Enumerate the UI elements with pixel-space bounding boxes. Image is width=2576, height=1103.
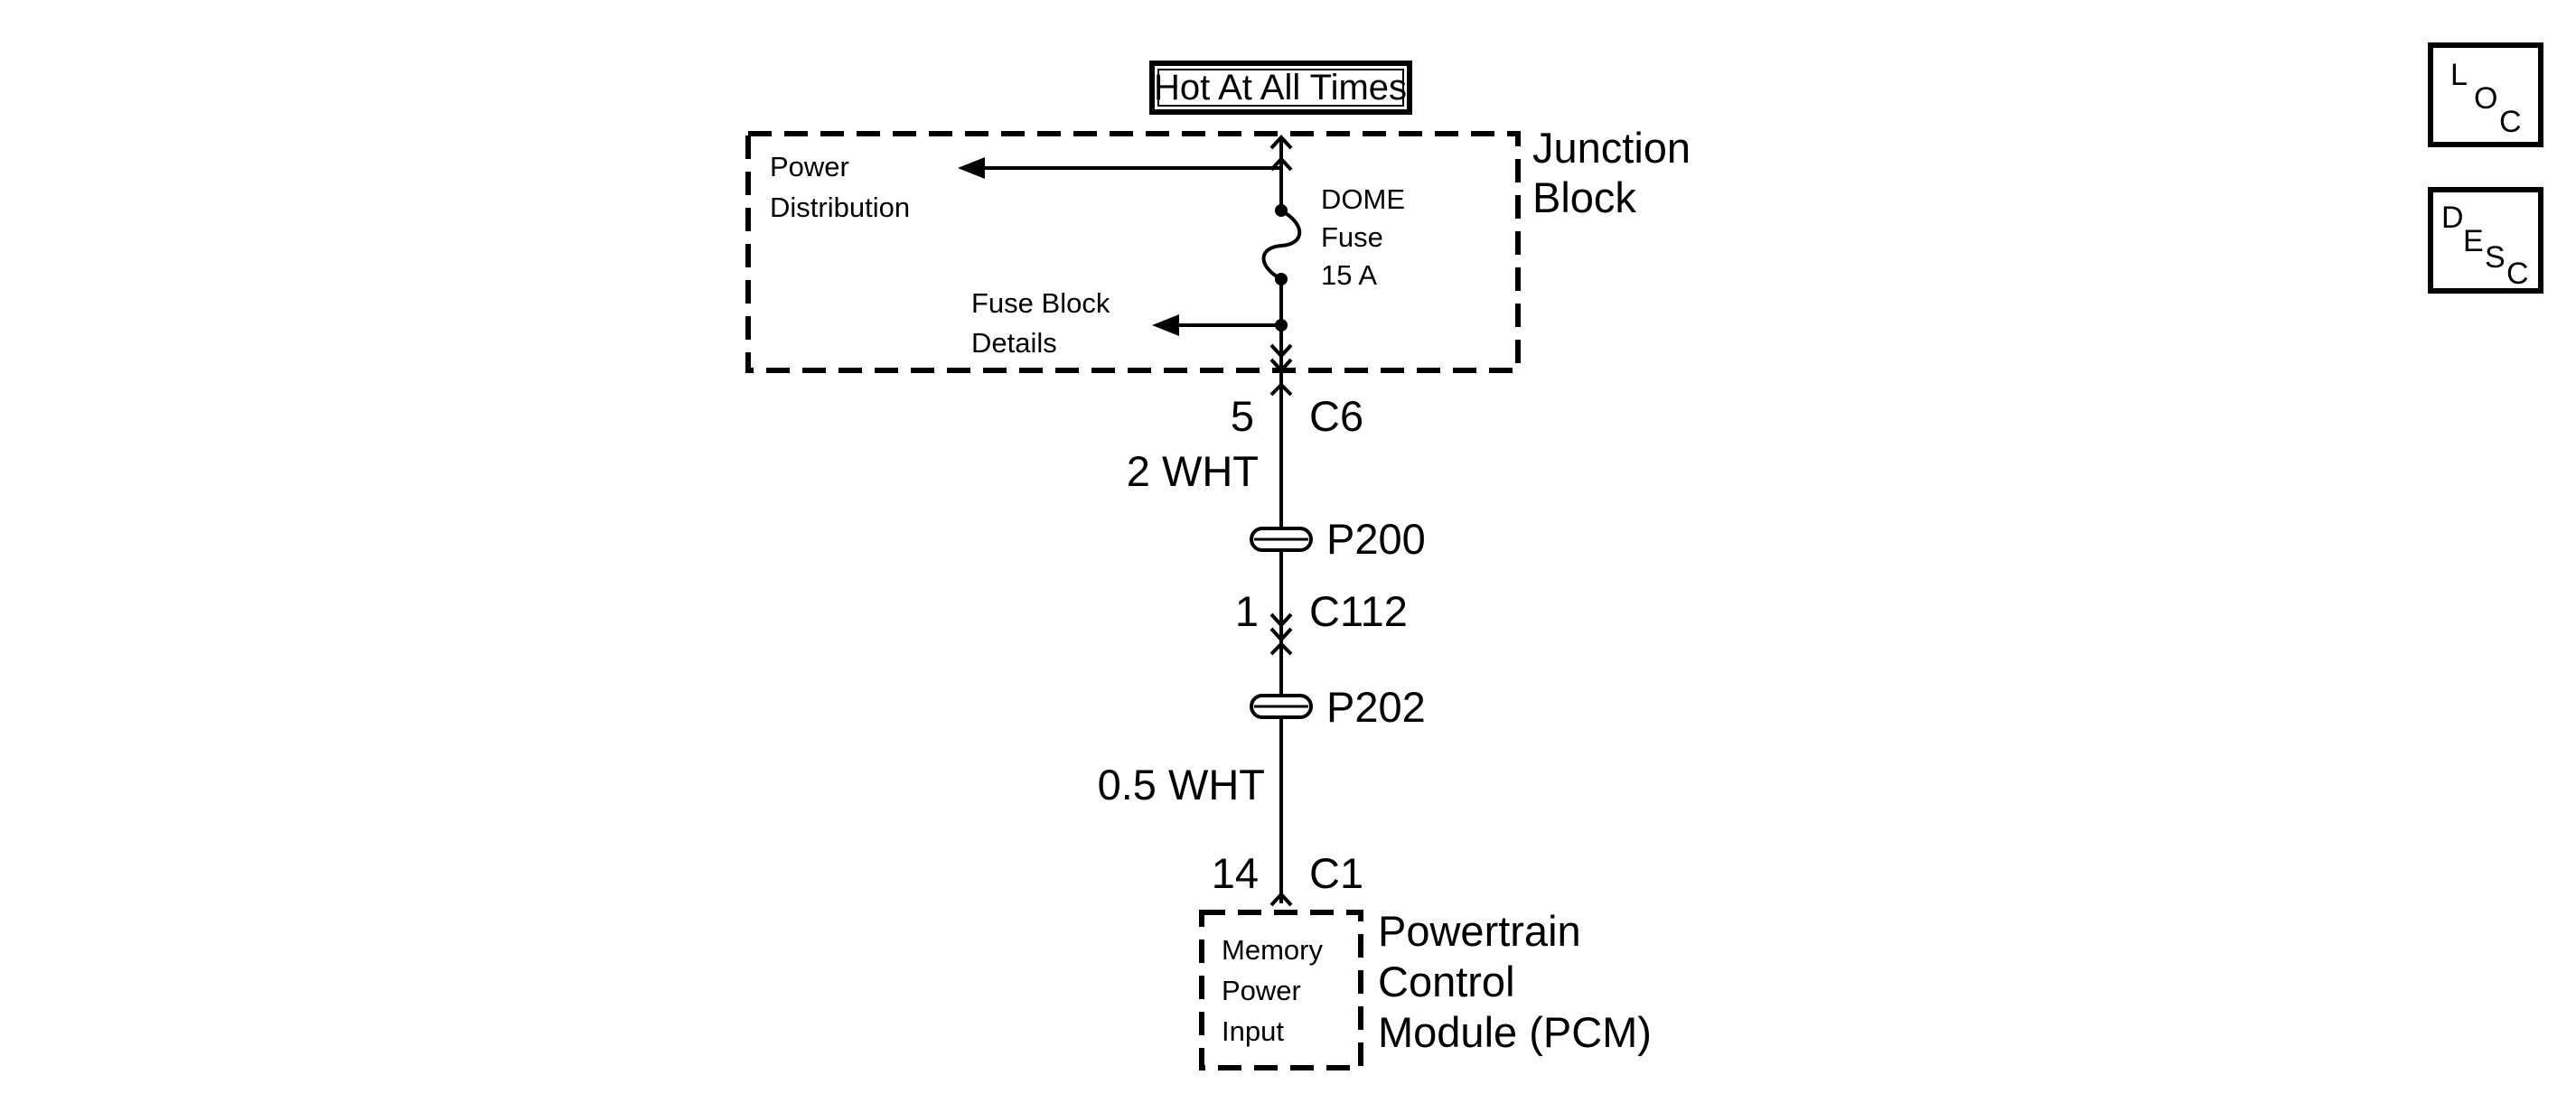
pcm-name-line2: Control (1378, 958, 1515, 1005)
p202-passthrough-icon (1250, 694, 1313, 719)
p200-label: P200 (1326, 515, 1426, 563)
fuse-word: Fuse (1321, 221, 1383, 253)
c1-name: C1 (1309, 849, 1363, 897)
fuse-name: DOME (1321, 183, 1405, 215)
loc-button[interactable]: L O C (2428, 42, 2543, 147)
loc-letter-o: O (2474, 81, 2497, 116)
desc-letter-d: D (2441, 201, 2464, 235)
pcm-name-line1: Powertrain (1378, 907, 1581, 955)
c6-female-mark-2 (1269, 358, 1293, 373)
c6-name: C6 (1309, 392, 1363, 440)
c6-pin: 5 (1231, 392, 1254, 440)
pcm-input-line1: Memory (1222, 934, 1323, 966)
c112-male-mark (1269, 641, 1293, 656)
fuse-icon (1261, 209, 1301, 281)
c112-female-mark-1 (1269, 612, 1293, 628)
loc-letter-l: L (2450, 58, 2468, 92)
fuse-block-details-arrow (1152, 314, 1281, 336)
loc-letter-c: C (2499, 105, 2522, 139)
power-distribution-line2: Distribution (770, 192, 910, 223)
top-entry-mark (1269, 135, 1293, 150)
c112-pin: 1 (1235, 587, 1259, 635)
pcm-outline (1199, 910, 1363, 1070)
power-distribution-arrow (958, 157, 1281, 179)
fuse-block-details-line1: Fuse Block (971, 287, 1110, 319)
c6-male-mark (1269, 382, 1293, 397)
wire2-label: 0.5 WHT (1098, 761, 1265, 809)
c1-pin: 14 (1212, 849, 1259, 897)
hot-at-all-times-label: Hot At All Times (1149, 61, 1412, 115)
p200-passthrough-icon (1250, 527, 1313, 552)
pcm-name-line3: Module (PCM) (1378, 1008, 1652, 1056)
hot-at-all-times-text: Hot At All Times (1154, 68, 1407, 107)
c112-female-mark-2 (1269, 627, 1293, 642)
power-distribution-line1: Power (770, 151, 849, 182)
c112-name: C112 (1309, 587, 1408, 635)
desc-letter-s: S (2485, 240, 2506, 275)
wire1-label: 2 WHT (1127, 447, 1259, 495)
top-exit-mark (1269, 156, 1293, 172)
fuse-rating: 15 A (1321, 259, 1377, 291)
pcm-input-line2: Power (1222, 975, 1301, 1006)
junction-block-name-line2: Block (1532, 173, 1636, 221)
c1-male-mark (1269, 892, 1293, 907)
desc-button[interactable]: D E S C (2428, 187, 2543, 294)
c6-female-mark-1 (1269, 343, 1293, 359)
desc-letter-e: E (2463, 224, 2484, 258)
junction-block-outline (745, 131, 1521, 373)
junction-block-name-line1: Junction (1532, 124, 1691, 172)
desc-letter-c: C (2506, 257, 2529, 291)
pcm-input-line3: Input (1222, 1015, 1284, 1047)
fuse-block-details-line2: Details (971, 327, 1057, 359)
p202-label: P202 (1326, 683, 1426, 731)
